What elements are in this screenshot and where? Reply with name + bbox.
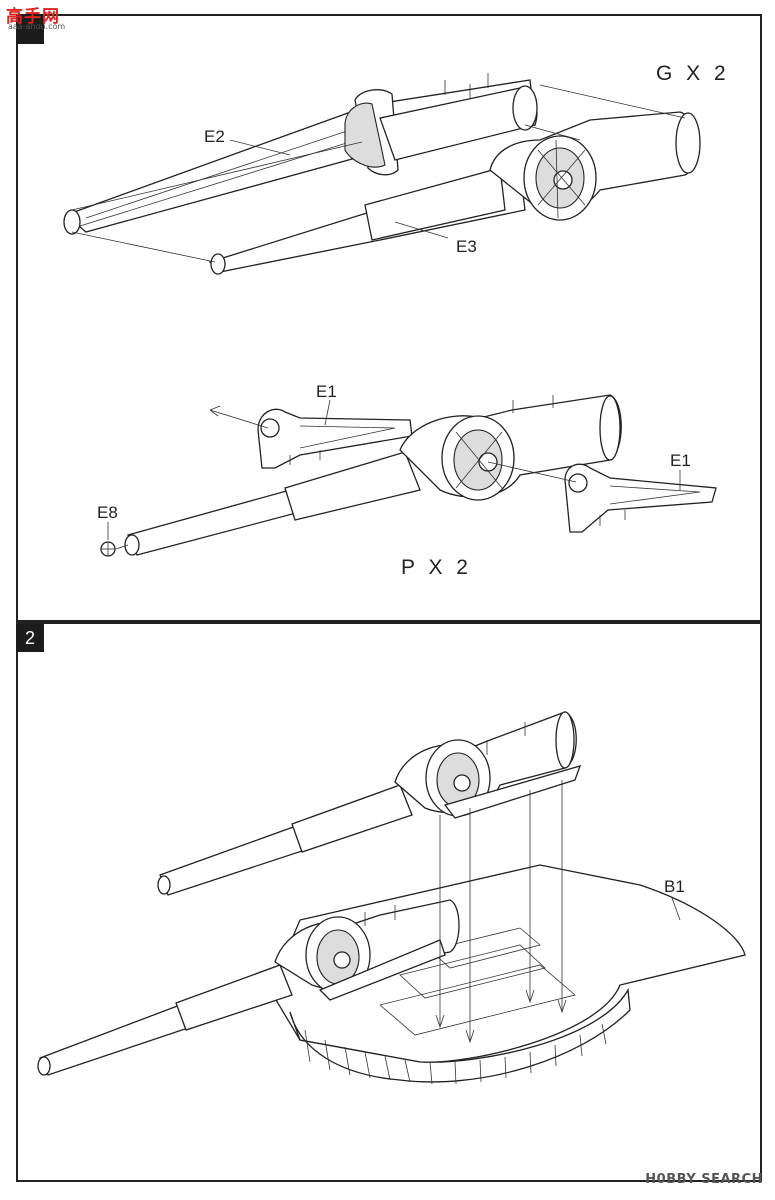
step-2-badge: 2: [16, 624, 44, 652]
part-label-e2: E2: [204, 127, 225, 146]
hobby-search-watermark: H0BBY SEARCH: [645, 1172, 763, 1187]
part-label-e1-left: E1: [316, 382, 337, 401]
step-2-panel: [16, 622, 762, 1182]
barrel-with-cradle-assembly: [100, 394, 717, 557]
part-label-e8: E8: [97, 503, 118, 522]
site-logo: 高手网: [6, 7, 60, 27]
part-label-b1: B1: [664, 877, 685, 896]
part-label-e1-right: E1: [670, 451, 691, 470]
step-1-badge: [16, 14, 44, 44]
turret-assembly: [37, 711, 746, 1085]
step-1-panel: [16, 14, 762, 622]
site-logo-subtext: aaa-ahou.com: [8, 22, 66, 31]
quantity-label-g: G X 2: [656, 62, 730, 85]
barrel-halves-assembly: [63, 73, 701, 275]
quantity-label-p: P X 2: [401, 556, 472, 579]
part-label-e3: E3: [456, 237, 477, 256]
